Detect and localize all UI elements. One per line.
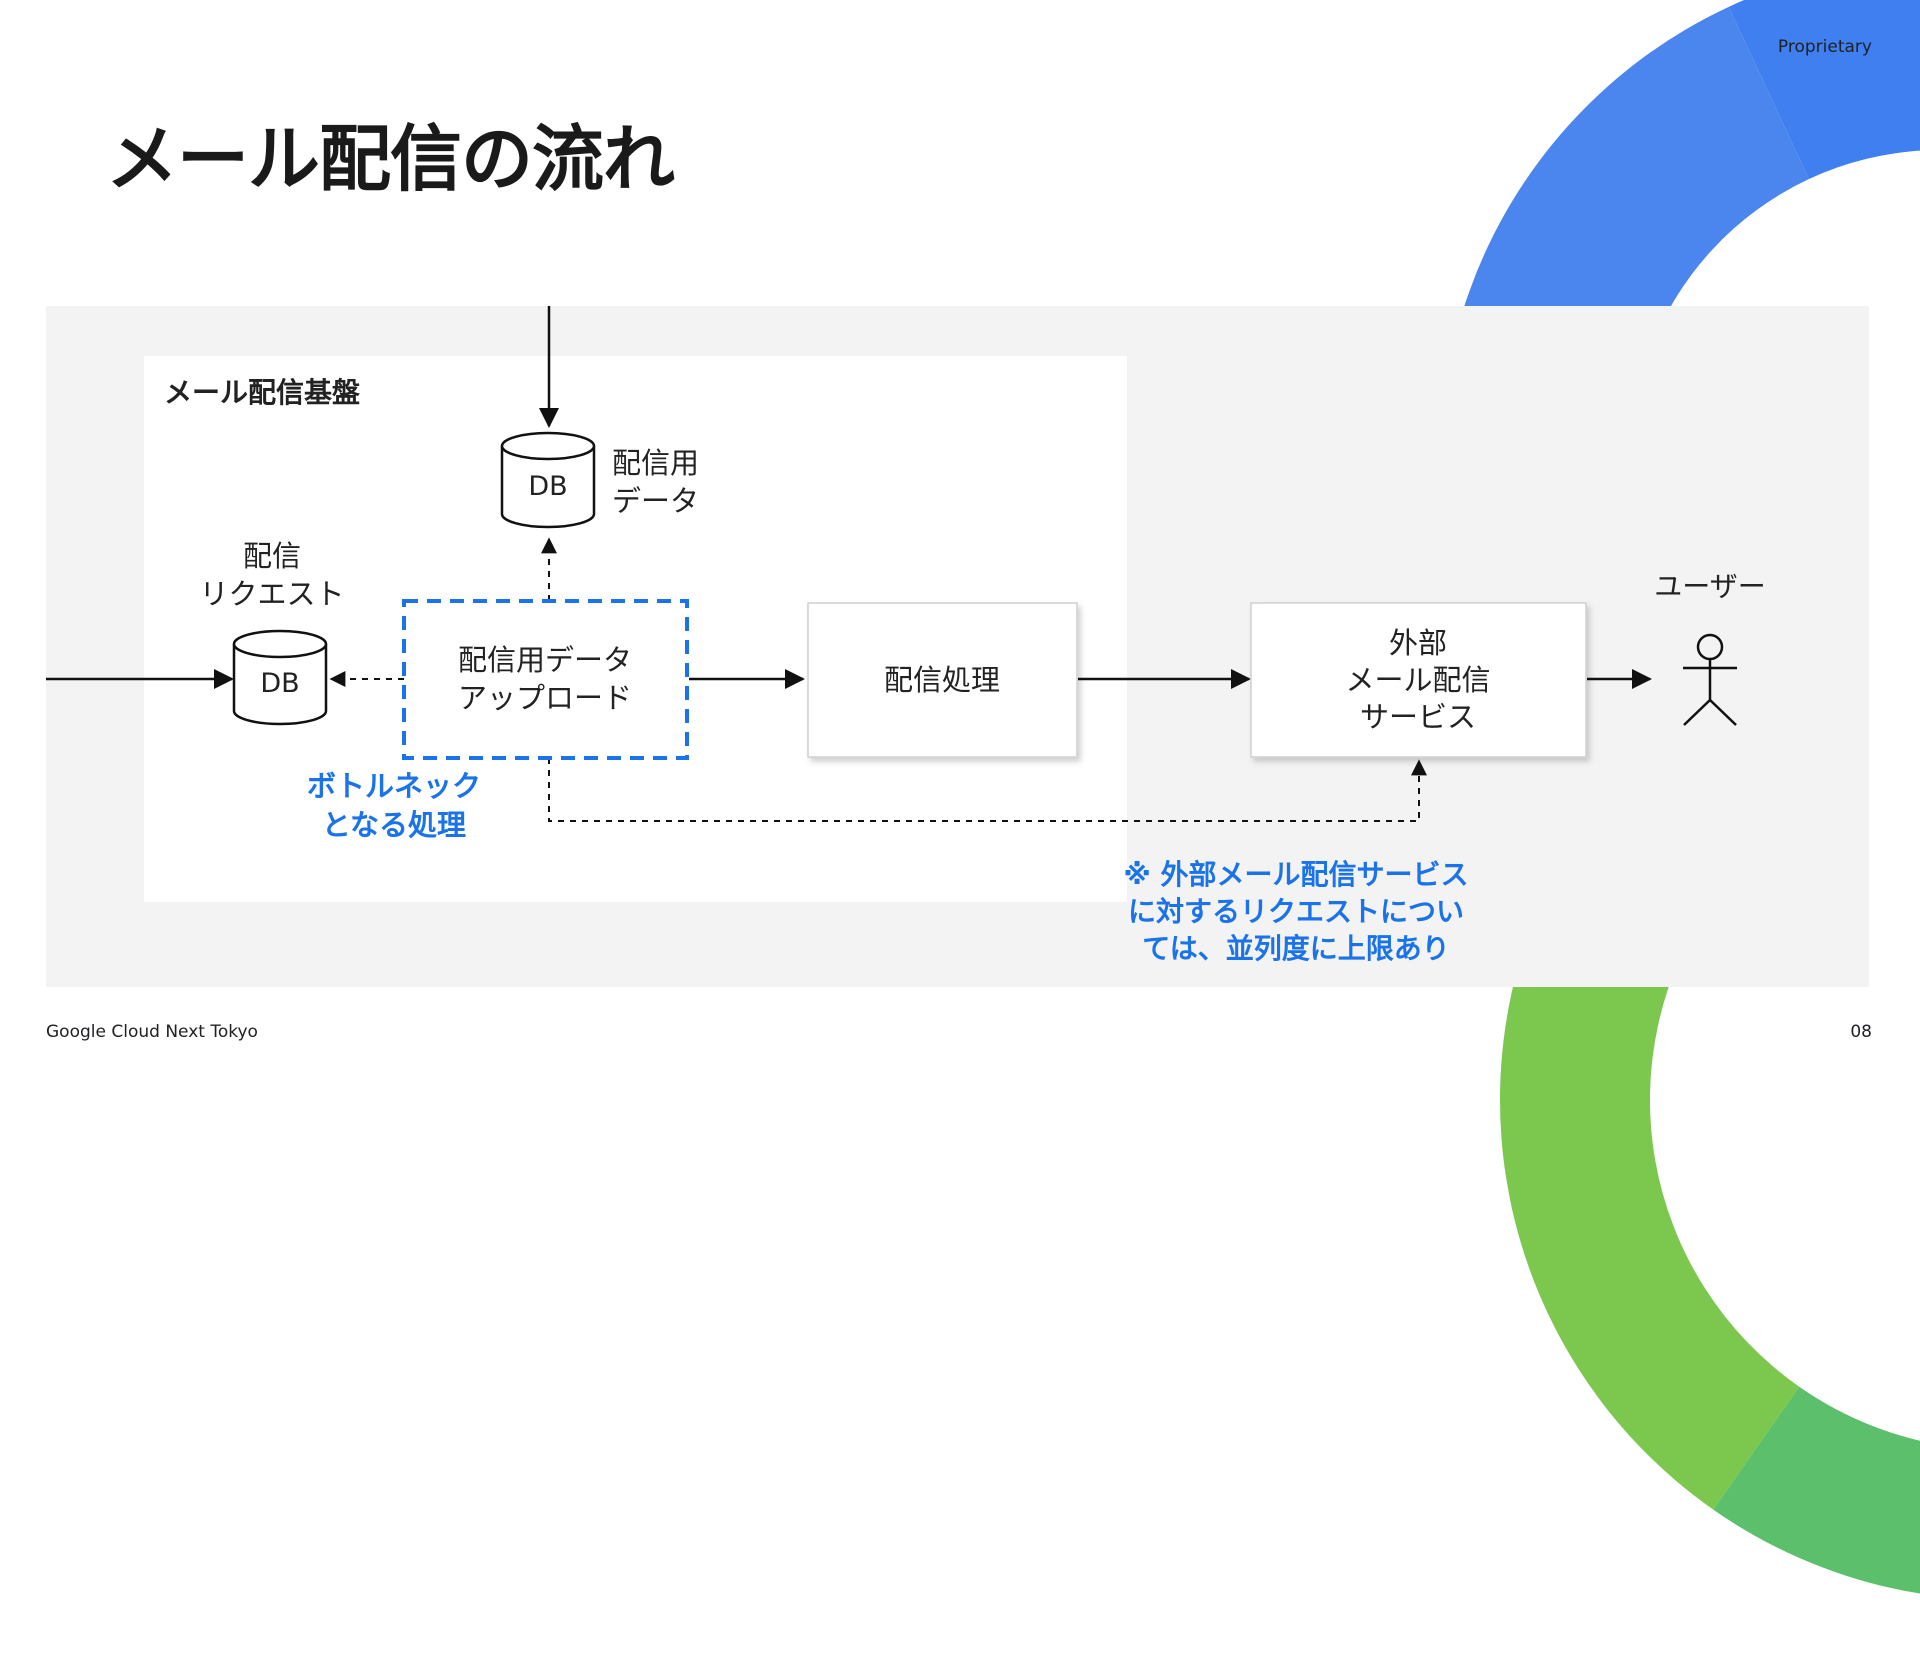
external-box-line3: サービス: [1360, 700, 1476, 734]
db-top-caption-line2: データ: [612, 484, 699, 518]
proprietary-label: Proprietary: [1777, 37, 1872, 57]
upload-box-line1: 配信用データ: [458, 643, 632, 677]
upload-box-line2: アップロード: [458, 681, 632, 715]
db-top-caption-line1: 配信用: [612, 446, 699, 480]
process-box: [807, 602, 1078, 758]
upload-box: [402, 599, 689, 760]
external-box-line2: メール配信: [1345, 663, 1490, 697]
db-left-caption-line1: 配信: [243, 539, 301, 573]
db-top-cylinder: [500, 431, 596, 529]
user-label: ユーザー: [1654, 570, 1765, 603]
flow-diagram: メール配信基盤 DB 配信用 データ DB 配信 リクエスト 配信用データ アッ…: [46, 306, 1766, 965]
db-top-label: DB: [528, 471, 567, 502]
upload-to-external-dashed-arrow: [548, 758, 1427, 822]
limit-note-line2: に対するリクエストについ: [1128, 895, 1464, 928]
diagram-panel: メール配信基盤 DB 配信用 データ DB 配信 リクエスト 配信用データ アッ…: [46, 306, 1869, 987]
bottleneck-note-line1: ボトルネック: [307, 769, 481, 803]
platform-label: メール配信基盤: [164, 376, 361, 409]
process-box-line1: 配信処理: [884, 663, 1000, 697]
footer-event-name: Google Cloud Next Tokyo: [46, 1022, 258, 1042]
external-service-box: [1250, 602, 1587, 758]
user-icon: [1683, 633, 1737, 726]
external-box-line1: 外部: [1389, 626, 1447, 660]
bottleneck-note-line2: となる処理: [322, 808, 466, 842]
limit-note-line3: ては、並列度に上限あり: [1142, 932, 1449, 965]
limit-note-line1: ※ 外部メール配信サービス: [1124, 858, 1469, 891]
db-left-cylinder: [232, 629, 328, 726]
db-left-caption-line2: リクエスト: [199, 577, 344, 611]
footer-page-number: 08: [1850, 1022, 1872, 1042]
db-left-label: DB: [260, 668, 299, 699]
page-title: メール配信の流れ: [106, 117, 675, 201]
